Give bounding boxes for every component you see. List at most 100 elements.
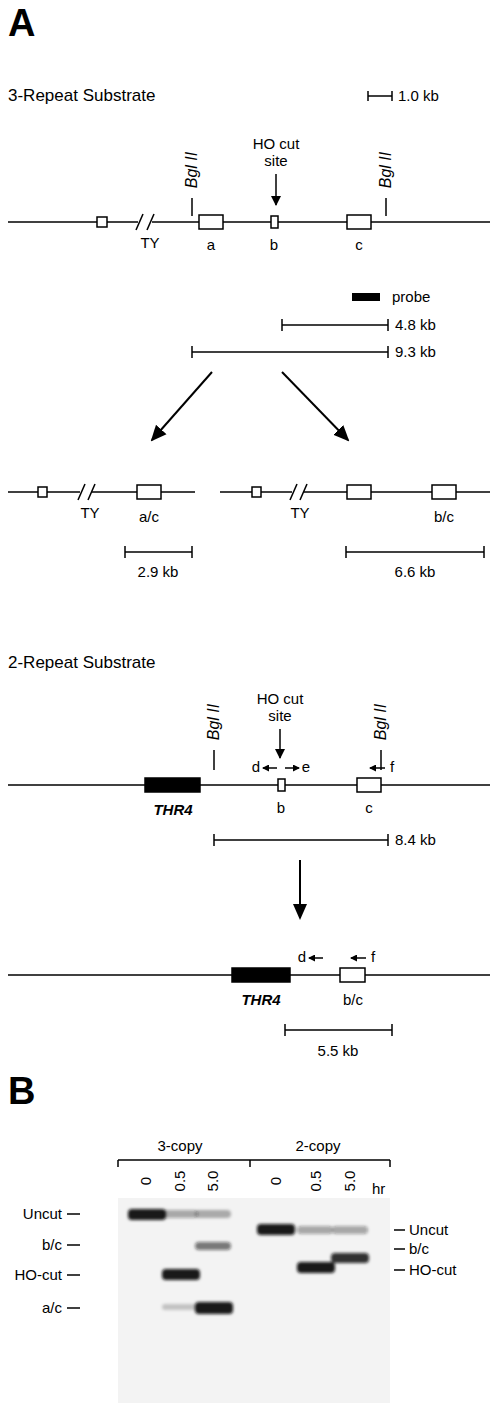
lane-group-label: 3-copy — [157, 1137, 202, 1154]
cut-site-label: HO cut site — [247, 135, 305, 170]
fragment-bar-tick — [191, 346, 193, 358]
substrate-title: 3-Repeat Substrate — [8, 86, 155, 106]
gel-background — [118, 1198, 390, 1403]
fragment-bar-tick — [483, 546, 485, 558]
primer-arrow — [285, 767, 299, 769]
probe-label: probe — [392, 288, 430, 305]
repeat-label: b/c — [434, 508, 454, 525]
repeat-box — [271, 216, 278, 228]
gel-band — [162, 1304, 198, 1310]
lane-time-label: 5.0 — [341, 1171, 358, 1192]
bglii-site-tick — [191, 198, 193, 216]
chromosome-line — [304, 491, 490, 493]
fragment-bar — [192, 351, 388, 353]
primer-arrow — [263, 767, 277, 769]
band-marker-dash — [394, 1269, 405, 1271]
repeat-box — [38, 487, 47, 497]
band-label: HO-cut — [14, 1266, 62, 1283]
bglii-site-tick — [385, 198, 387, 216]
band-label: b/c — [409, 1240, 429, 1257]
gel-band — [195, 1242, 231, 1250]
outcome-arrow — [282, 372, 348, 440]
scale-bar — [368, 95, 392, 97]
fragment-bar-tick — [191, 546, 193, 558]
element-label: TY — [80, 504, 99, 521]
repeat-label: a/c — [139, 508, 159, 525]
scale-label: 1.0 kb — [398, 87, 439, 104]
fragment-size: 9.3 kb — [395, 343, 436, 360]
scale-bar-tick — [367, 91, 369, 101]
chromosome-line — [8, 221, 138, 223]
element-label: TY — [290, 504, 309, 521]
fragment-size: 8.4 kb — [395, 831, 436, 848]
fragment-bar-tick — [391, 1024, 393, 1036]
band-marker-dash — [67, 1244, 80, 1246]
outcome-arrow — [152, 372, 212, 440]
fragment-bar-tick — [387, 319, 389, 331]
cut-site-label: HO cut site — [251, 690, 309, 725]
fragment-bar-tick — [213, 834, 215, 846]
element-label: TY — [140, 234, 159, 251]
break-mark — [300, 484, 307, 500]
gel-band — [332, 1226, 368, 1234]
fragment-bar-tick — [345, 546, 347, 558]
primer-label: f — [390, 758, 394, 775]
gel-band — [162, 1269, 200, 1280]
repeat-box — [432, 485, 456, 499]
break-mark — [290, 484, 297, 500]
break-mark — [147, 214, 154, 230]
repeat-box — [357, 778, 381, 792]
lane-bracket-tick — [389, 1160, 391, 1167]
gel-band — [331, 1253, 369, 1263]
fragment-bar-tick — [387, 834, 389, 846]
restriction-site-label: Bgl II — [372, 704, 390, 740]
primer-label: f — [371, 948, 375, 965]
gel-band — [195, 1302, 233, 1314]
lane-bracket-tick — [117, 1160, 119, 1167]
substrate-title: 2-Repeat Substrate — [8, 653, 155, 673]
probe-bar — [352, 293, 380, 301]
repeat-label: b — [270, 236, 278, 253]
fragment-bar-tick — [281, 319, 283, 331]
gel-band — [297, 1226, 333, 1234]
primer-arrow — [309, 957, 323, 959]
band-marker-dash — [67, 1213, 80, 1215]
fragment-bar — [214, 839, 388, 841]
repeat-label: c — [355, 236, 363, 253]
fragment-size: 2.9 kb — [138, 563, 179, 580]
repeat-label: c — [365, 799, 373, 816]
unit-label: hr — [372, 1180, 385, 1197]
repeat-box — [347, 215, 371, 229]
repeat-label: b/c — [343, 991, 363, 1008]
restriction-site-label: Bgl II — [205, 704, 223, 740]
ho-cut-arrow — [275, 174, 277, 205]
repeat-box — [252, 487, 261, 497]
break-mark — [136, 214, 143, 230]
lane-bracket-tick — [249, 1160, 251, 1167]
gene-label: THR4 — [241, 991, 280, 1008]
bglii-site-tick — [380, 750, 382, 770]
fragment-bar-tick — [124, 546, 126, 558]
break-mark — [88, 484, 95, 500]
ho-cut-arrow — [279, 729, 281, 758]
repeat-box — [97, 217, 107, 227]
lane-time-label: 0.5 — [171, 1171, 188, 1192]
repeat-label: a — [207, 236, 215, 253]
repeat-box — [347, 485, 371, 499]
restriction-site-label: Bgl II — [183, 152, 201, 188]
thr4-gene — [145, 778, 200, 792]
band-label: Uncut — [23, 1205, 62, 1222]
primer-label: d — [252, 758, 260, 775]
bglii-site-tick — [213, 750, 215, 770]
break-mark — [78, 484, 85, 500]
repeat-box — [278, 779, 285, 791]
band-label: HO-cut — [409, 1261, 457, 1278]
panel-letter: A — [8, 2, 35, 46]
lane-bracket — [118, 1159, 390, 1161]
repeat-box — [137, 485, 161, 499]
fragment-bar — [125, 551, 192, 553]
repeat-box — [340, 968, 365, 982]
primer-arrow — [370, 767, 385, 769]
band-label: Uncut — [409, 1221, 448, 1238]
thr4-gene — [232, 968, 290, 982]
